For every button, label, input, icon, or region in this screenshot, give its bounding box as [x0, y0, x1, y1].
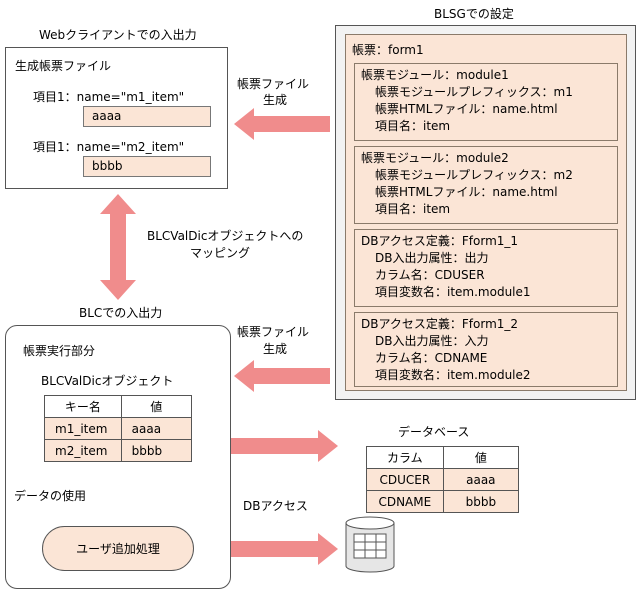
module2-box: 帳票モジュール：module2 帳票モジュールプレフィックス：m2 帳票HTML… [354, 146, 618, 224]
db-table-header-column: カラム [366, 446, 444, 469]
module2-line2: 帳票モジュールプレフィックス：m2 [375, 168, 573, 182]
table-row: CDNAME bbbb [366, 490, 520, 513]
data-use-label: データの使用 [14, 489, 87, 503]
blsg-section-title: BLSGでの設定 [434, 7, 514, 21]
db-def2-box: DBアクセス定義：Fform1_2 DB入出力属性：入力 カラム名：CDNAME… [354, 312, 618, 387]
db-def1-line4: 項目変数名：item.module1 [375, 285, 531, 299]
table-db-double-arrow [206, 430, 338, 462]
mapping-label-1: BLCValDicオブジェクトへの [147, 229, 304, 243]
db-row1-value: aaaa [442, 468, 520, 491]
module1-line4: 項目名：item [375, 119, 451, 133]
module2-line3: 帳票HTMLファイル：name.html [375, 185, 558, 199]
mapping-double-arrow [100, 194, 136, 300]
item1-field: aaaa [83, 106, 211, 127]
gen-file-top-label-2: 生成 [263, 93, 288, 107]
web-section-title: Webクライアントでの入出力 [39, 28, 197, 42]
database-table: カラム 値 CDUCER aaaa CDNAME bbbb [366, 446, 520, 513]
module1-box: 帳票モジュール：module1 帳票モジュールプレフィックス：m1 帳票HTML… [354, 63, 618, 141]
blcvaldic-object-title: BLCValDicオブジェクト [41, 374, 174, 388]
gen-file-arrow-top [234, 108, 330, 140]
mapping-label-2: マッピング [190, 246, 251, 260]
module2-line1: 帳票モジュール：module2 [361, 151, 509, 165]
blcvaldic-table: キー名 値 m1_item aaaa m2_item bbbb [44, 395, 193, 462]
table-row: m1_item aaaa [44, 417, 193, 440]
item2-field: bbbb [83, 156, 211, 177]
db-access-double-arrow [206, 533, 338, 565]
item2-label: 項目1：name="m2_item" [33, 140, 185, 154]
gen-file-top-label-1: 帳票ファイル [237, 77, 310, 91]
gen-file-arrow-mid [234, 360, 330, 392]
db-table-header-value: 値 [442, 446, 520, 469]
form1-panel: 帳票：form1 帳票モジュール：module1 帳票モジュールプレフィックス：… [345, 34, 627, 391]
database-title: データベース [398, 425, 470, 439]
blc-row1-key: m1_item [44, 417, 122, 440]
blc-table-header-value: 値 [120, 395, 193, 418]
module1-line2: 帳票モジュールプレフィックス：m1 [375, 85, 573, 99]
db-def1-box: DBアクセス定義：Fform1_1 DB入出力属性：出力 カラム名：CDUSER… [354, 229, 618, 307]
table-row: CDUCER aaaa [366, 468, 520, 491]
db-access-label: DBアクセス [243, 499, 308, 513]
db-def2-line2: DB入出力属性：入力 [375, 334, 489, 348]
form1-label: 帳票：form1 [352, 43, 424, 57]
blc-row2-value: bbbb [120, 439, 193, 462]
blc-table-header-key: キー名 [44, 395, 122, 418]
database-cylinder-icon [345, 516, 395, 573]
gen-file-mid-label-1: 帳票ファイル [237, 325, 310, 339]
generated-form-file-title: 生成帳票ファイル [15, 59, 112, 73]
blc-row1-value: aaaa [120, 417, 193, 440]
db-def2-line4: 項目変数名：item.module2 [375, 368, 531, 382]
db-def1-line3: カラム名：CDUSER [375, 268, 485, 282]
table-row: m2_item bbbb [44, 439, 193, 462]
db-row2-value: bbbb [442, 490, 520, 513]
db-def2-line1: DBアクセス定義：Fform1_2 [361, 317, 519, 331]
db-def2-line3: カラム名：CDNAME [375, 351, 488, 365]
item1-label: 項目1：name="m1_item" [33, 90, 185, 104]
user-process-label: ユーザ追加処理 [76, 542, 160, 556]
db-def1-line2: DB入出力属性：出力 [375, 251, 489, 265]
exec-part-label: 帳票実行部分 [23, 344, 96, 358]
db-row1-column: CDUCER [366, 468, 444, 491]
db-row2-column: CDNAME [366, 490, 444, 513]
db-def1-line1: DBアクセス定義：Fform1_1 [361, 234, 519, 248]
blc-section-title: BLCでの入出力 [79, 306, 163, 320]
gen-file-mid-label-2: 生成 [263, 342, 288, 356]
user-process-box: ユーザ追加処理 [42, 526, 194, 571]
generated-form-file-box: 生成帳票ファイル 項目1：name="m1_item" aaaa 項目1：nam… [5, 47, 228, 189]
module1-line1: 帳票モジュール：module1 [361, 68, 509, 82]
module1-line3: 帳票HTMLファイル：name.html [375, 102, 558, 116]
module2-line4: 項目名：item [375, 202, 451, 216]
blc-row2-key: m2_item [44, 439, 122, 462]
blsg-outer-box: 帳票：form1 帳票モジュール：module1 帳票モジュールプレフィックス：… [335, 25, 636, 400]
